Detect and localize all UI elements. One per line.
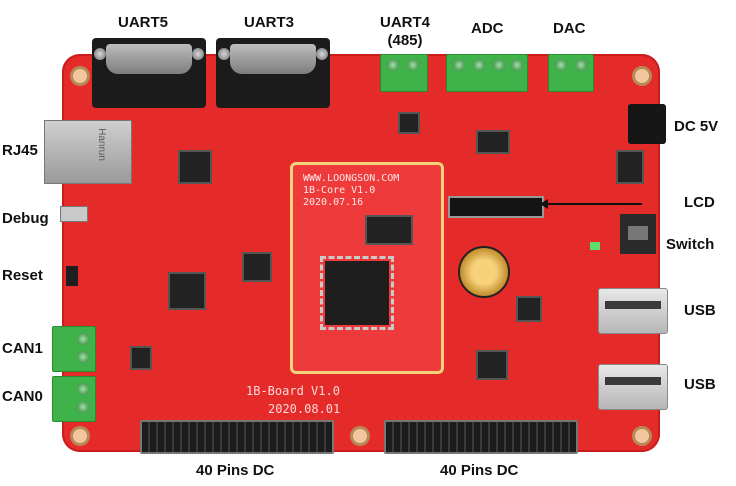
power-switch <box>620 214 656 254</box>
uart3-connector <box>216 38 330 108</box>
label-pins-left: 40 Pins DC <box>196 462 275 479</box>
ic-chip <box>476 130 510 154</box>
uart5-connector <box>92 38 206 108</box>
rj45-jack: Hanrun <box>44 120 132 184</box>
ic-chip <box>616 150 644 184</box>
status-led <box>590 242 600 250</box>
label-debug: Debug <box>2 210 49 227</box>
adc-terminal <box>446 54 528 92</box>
label-usb-bottom: USB <box>684 376 716 393</box>
dac-terminal <box>548 54 594 92</box>
ic-chip <box>516 296 542 322</box>
ic-chip <box>168 272 206 310</box>
label-dc5v: DC 5V <box>674 118 719 135</box>
label-adc: ADC <box>471 20 504 37</box>
uart4-terminal <box>380 54 428 92</box>
mounting-hole <box>70 426 90 446</box>
ic-chip <box>130 346 152 370</box>
module-name: 1B-Core V1.0 <box>303 185 376 196</box>
ic-chip <box>476 350 508 380</box>
lcd-arrow <box>540 199 642 209</box>
mounting-hole <box>350 426 370 446</box>
label-reset: Reset <box>2 267 43 284</box>
header-40pin-right <box>384 420 578 454</box>
label-dac: DAC <box>553 20 586 37</box>
mounting-hole <box>632 66 652 86</box>
ic-chip <box>398 112 420 134</box>
label-pins-right: 40 Pins DC <box>440 462 519 479</box>
usb-port-top <box>598 288 668 334</box>
reset-button <box>66 266 78 286</box>
label-can1: CAN1 <box>2 340 43 357</box>
can1-terminal <box>52 326 96 372</box>
label-rj45: RJ45 <box>2 142 38 159</box>
usb-port-bottom <box>598 364 668 410</box>
label-uart4: UART4 <box>379 14 430 31</box>
rj45-brand: Hanrun <box>95 128 107 161</box>
label-lcd: LCD <box>684 194 715 211</box>
mounting-hole <box>632 426 652 446</box>
label-can0: CAN0 <box>2 388 43 405</box>
label-switch: Switch <box>666 236 715 253</box>
processor-chip <box>320 256 394 330</box>
board-silk-name: 1B-Board V1.0 <box>246 384 340 398</box>
module-site: WWW.LOONGSON.COM <box>303 173 400 184</box>
core-module: WWW.LOONGSON.COM 1B-Core V1.0 2020.07.16 <box>290 162 444 374</box>
label-usb-top: USB <box>684 302 716 319</box>
mounting-hole <box>70 66 90 86</box>
memory-chip <box>365 215 413 245</box>
label-uart4-sub: (485) <box>387 32 423 49</box>
board-silk-date: 2020.08.01 <box>268 402 341 416</box>
header-40pin-left <box>140 420 334 454</box>
rtc-battery <box>458 246 510 298</box>
dc-jack <box>628 104 666 144</box>
ic-chip <box>178 150 212 184</box>
lcd-connector <box>448 196 544 218</box>
label-uart5: UART5 <box>118 14 169 31</box>
label-uart3: UART3 <box>244 14 295 31</box>
ic-chip <box>242 252 272 282</box>
debug-port <box>60 206 88 222</box>
can0-terminal <box>52 376 96 422</box>
module-date: 2020.07.16 <box>303 197 364 208</box>
